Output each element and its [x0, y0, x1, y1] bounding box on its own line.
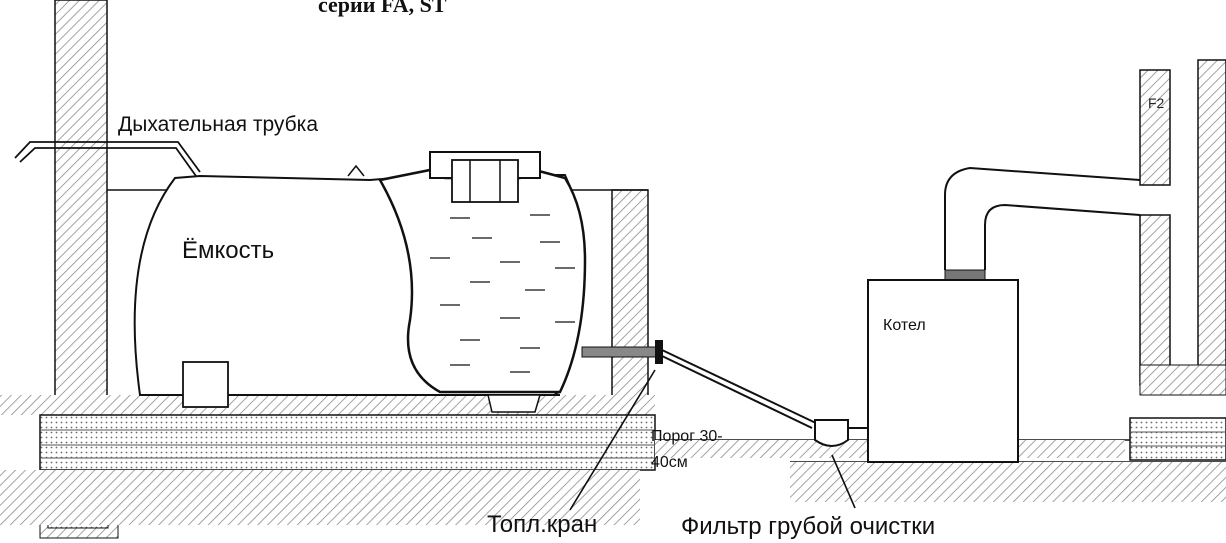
svg-text:F2: F2: [1148, 95, 1165, 111]
tank-label: Ёмкость: [182, 237, 274, 264]
breather-pipe-label: Дыхательная трубка: [118, 113, 318, 136]
flue-collar: [944, 269, 986, 281]
outlet-pipe: [581, 340, 663, 364]
flue-pipe: [944, 166, 1141, 270]
fuel-valve-leader: [569, 369, 656, 511]
threshold-label-line1: Порог 30-: [651, 428, 723, 445]
coarse-filter-leader: [831, 454, 856, 509]
diagram-title: серии FA, ST: [318, 0, 447, 17]
bund-wall: [611, 189, 649, 413]
boiler-label: Котел: [883, 317, 926, 334]
breather-pipe: [14, 141, 201, 177]
tank: [133, 151, 587, 413]
fuel-valve-label: Топл.кран: [487, 511, 597, 538]
room-floor: [0, 395, 656, 525]
fuel-level-marks: [430, 214, 575, 373]
chimney: F2: [1129, 59, 1226, 461]
coarse-filter-label: Фильтр грубой очистки: [681, 513, 935, 540]
boiler: [867, 279, 1019, 463]
threshold-label-line2: 40см: [651, 454, 688, 471]
